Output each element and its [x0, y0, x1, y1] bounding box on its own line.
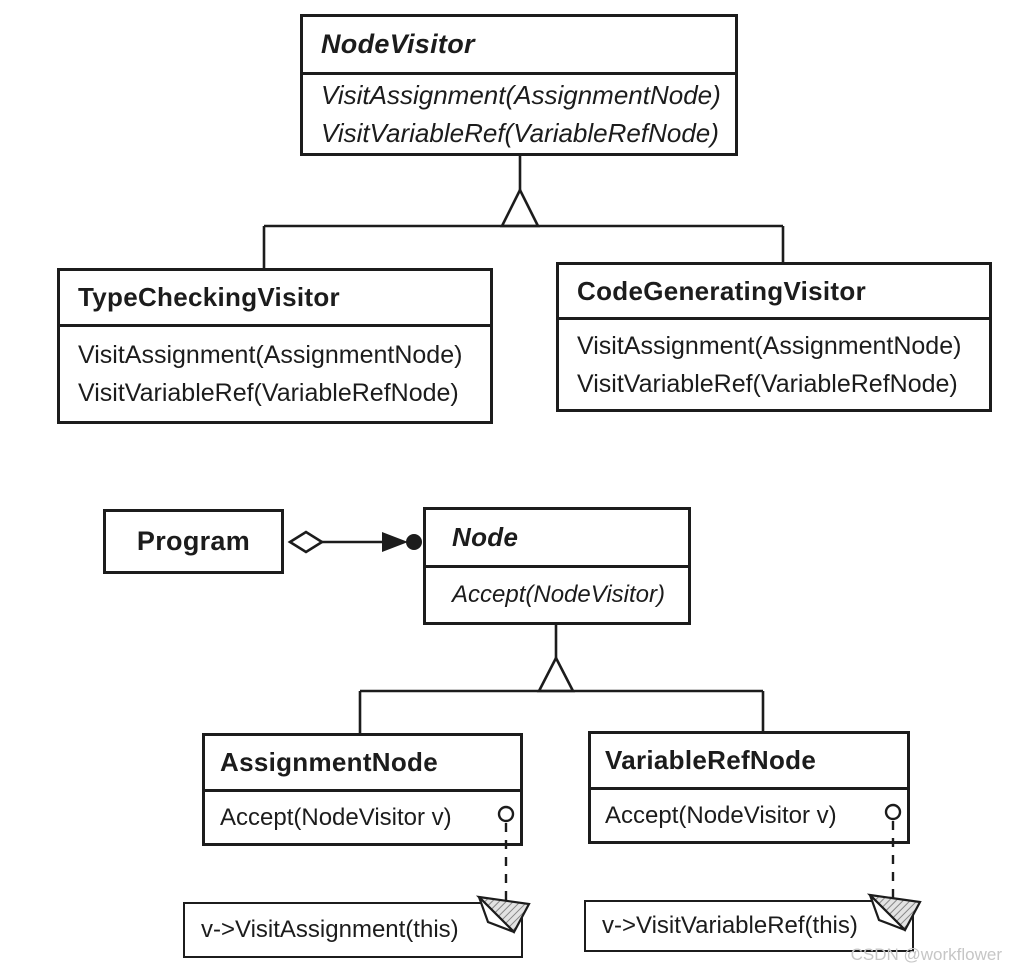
class-methods-codegeneratingvisitor: VisitAssignment(AssignmentNode) VisitVar…: [559, 320, 989, 409]
inheritance-triangle-icon: [499, 187, 541, 228]
top-inheritance-connector: [262, 156, 785, 268]
class-box-node: Node Accept(NodeVisitor): [423, 507, 691, 625]
method-label: VisitVariableRef(VariableRefNode): [321, 118, 719, 148]
method-label: VisitVariableRef(VariableRefNode): [78, 379, 459, 407]
class-name-variablerefnode: VariableRefNode: [591, 734, 907, 790]
aggregation-diamond-icon: [287, 530, 325, 554]
class-box-assignmentnode: AssignmentNode Accept(NodeVisitor v): [202, 733, 523, 846]
note-box-visitassignment: v->VisitAssignment(this): [183, 902, 523, 958]
class-methods-typecheckingvisitor: VisitAssignment(AssignmentNode) VisitVar…: [60, 327, 490, 421]
arrowhead-icon: [382, 532, 408, 552]
method-label: Accept(NodeVisitor v): [220, 803, 452, 831]
method-label: Accept(NodeVisitor v): [605, 801, 837, 829]
class-box-codegeneratingvisitor: CodeGeneratingVisitor VisitAssignment(As…: [556, 262, 992, 412]
class-methods-node: Accept(NodeVisitor): [426, 568, 688, 622]
class-name-program: Program: [136, 526, 251, 556]
inheritance-triangle-icon: [536, 655, 576, 693]
note-box-visitvariableref: v->VisitVariableRef(this): [584, 900, 914, 952]
class-name-node: Node: [426, 510, 688, 568]
class-name-typecheckingvisitor: TypeCheckingVisitor: [60, 271, 490, 327]
aggregation-connector: [287, 530, 422, 554]
method-label: Accept(NodeVisitor): [452, 581, 665, 608]
bottom-inheritance-connector: [358, 623, 765, 734]
watermark: CSDN @workflower: [850, 945, 1002, 964]
class-methods-nodevisitor: VisitAssignment(AssignmentNode) VisitVar…: [303, 75, 735, 153]
class-box-variablerefnode: VariableRefNode Accept(NodeVisitor v): [588, 731, 910, 844]
note-text: v->VisitVariableRef(this): [602, 912, 858, 939]
method-label: VisitAssignment(AssignmentNode): [78, 341, 463, 369]
note-text: v->VisitAssignment(this): [201, 916, 459, 943]
class-box-typecheckingvisitor: TypeCheckingVisitor VisitAssignment(Assi…: [57, 268, 493, 424]
class-name-codegeneratingvisitor: CodeGeneratingVisitor: [559, 265, 989, 320]
class-box-program: Program: [103, 509, 284, 574]
multiplicity-many-dot-icon: [406, 534, 422, 550]
class-name-assignmentnode: AssignmentNode: [205, 736, 520, 792]
method-label: VisitVariableRef(VariableRefNode): [577, 369, 958, 398]
class-box-nodevisitor: NodeVisitor VisitAssignment(AssignmentNo…: [300, 14, 738, 156]
class-methods-variablerefnode: Accept(NodeVisitor v): [591, 790, 907, 841]
method-label: VisitAssignment(AssignmentNode): [321, 80, 721, 110]
class-methods-assignmentnode: Accept(NodeVisitor v): [205, 792, 520, 843]
class-name-nodevisitor: NodeVisitor: [303, 17, 735, 75]
method-label: VisitAssignment(AssignmentNode): [577, 331, 962, 360]
